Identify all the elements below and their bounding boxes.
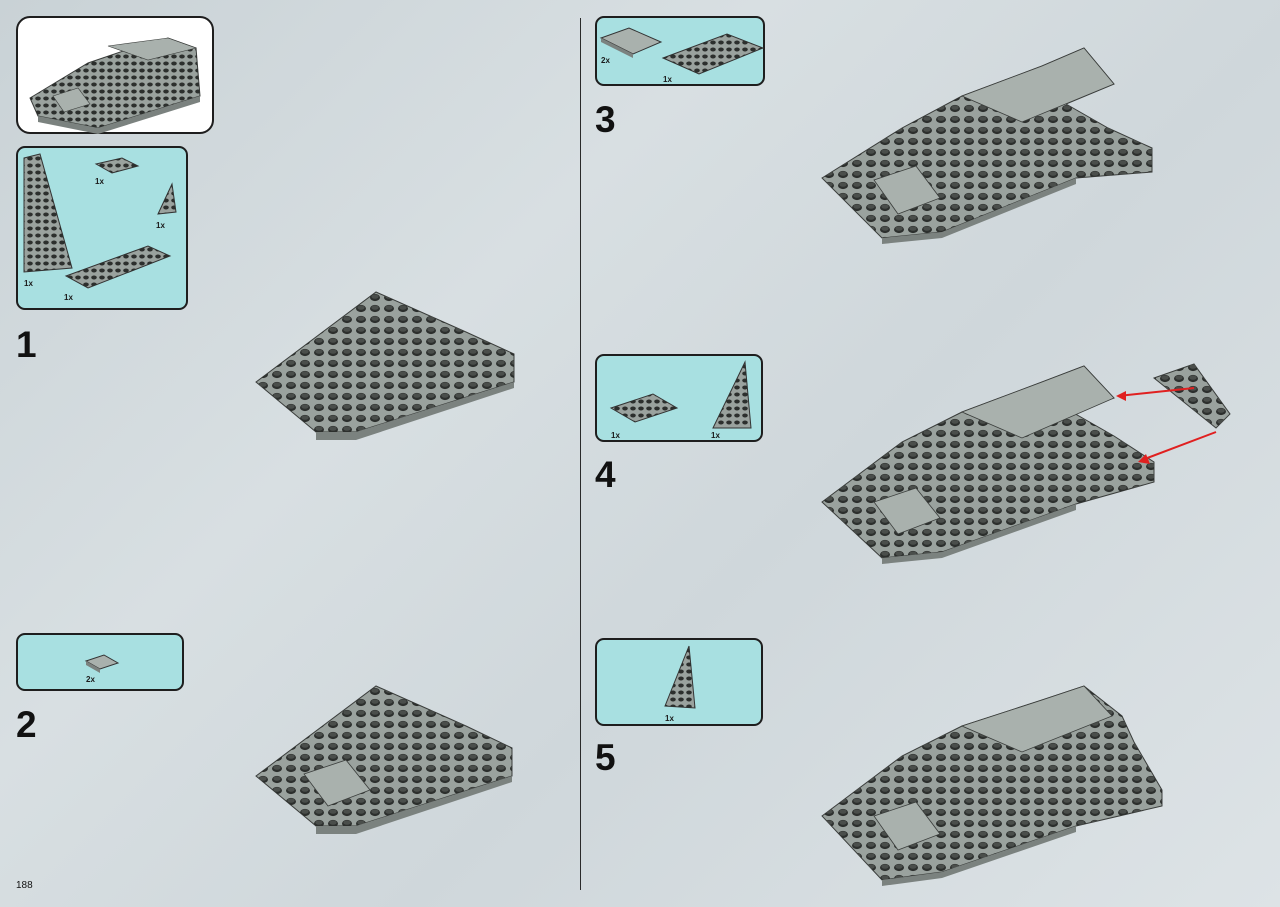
step3-model [821, 47, 1153, 244]
preview-model [29, 37, 201, 134]
step-number: 4 [595, 454, 616, 495]
part-qty: 1x [665, 714, 674, 723]
step4-parts-art [609, 360, 752, 429]
part-qty: 1x [663, 75, 672, 84]
step1-model [255, 291, 515, 440]
submodel-preview [16, 16, 214, 134]
assembly-arrow [1117, 387, 1195, 397]
step3-parts-art [599, 27, 765, 75]
part-qty: 1x [611, 431, 620, 440]
step2-model [255, 685, 513, 834]
step-number: 1 [16, 324, 37, 365]
part-qty: 1x [64, 293, 73, 302]
part-qty: 1x [711, 431, 720, 440]
step5-parts-callout: 1x [595, 638, 763, 726]
step-number: 3 [595, 99, 616, 140]
part-qty: 1x [24, 279, 33, 288]
step5-model [821, 685, 1163, 886]
step-number: 2 [16, 704, 37, 745]
assembly-arrow [1141, 431, 1217, 461]
part-qty: 1x [156, 221, 165, 230]
step-number: 5 [595, 737, 616, 778]
page-number: 188 [16, 880, 33, 891]
step5-parts-art [664, 645, 696, 709]
part-qty: 1x [95, 177, 104, 186]
step1-parts-callout: 1x 1x 1x 1x [16, 146, 188, 310]
step4-parts-callout: 1x 1x [595, 354, 763, 442]
step3-parts-callout: 2x 1x [595, 16, 765, 86]
part-qty: 2x [86, 675, 95, 684]
step2-parts-art [84, 654, 120, 673]
step1-parts-art [23, 153, 177, 289]
step2-parts-callout: 2x [16, 633, 184, 691]
step4-model [821, 363, 1231, 564]
part-qty: 2x [601, 56, 610, 65]
page-divider [580, 18, 581, 890]
